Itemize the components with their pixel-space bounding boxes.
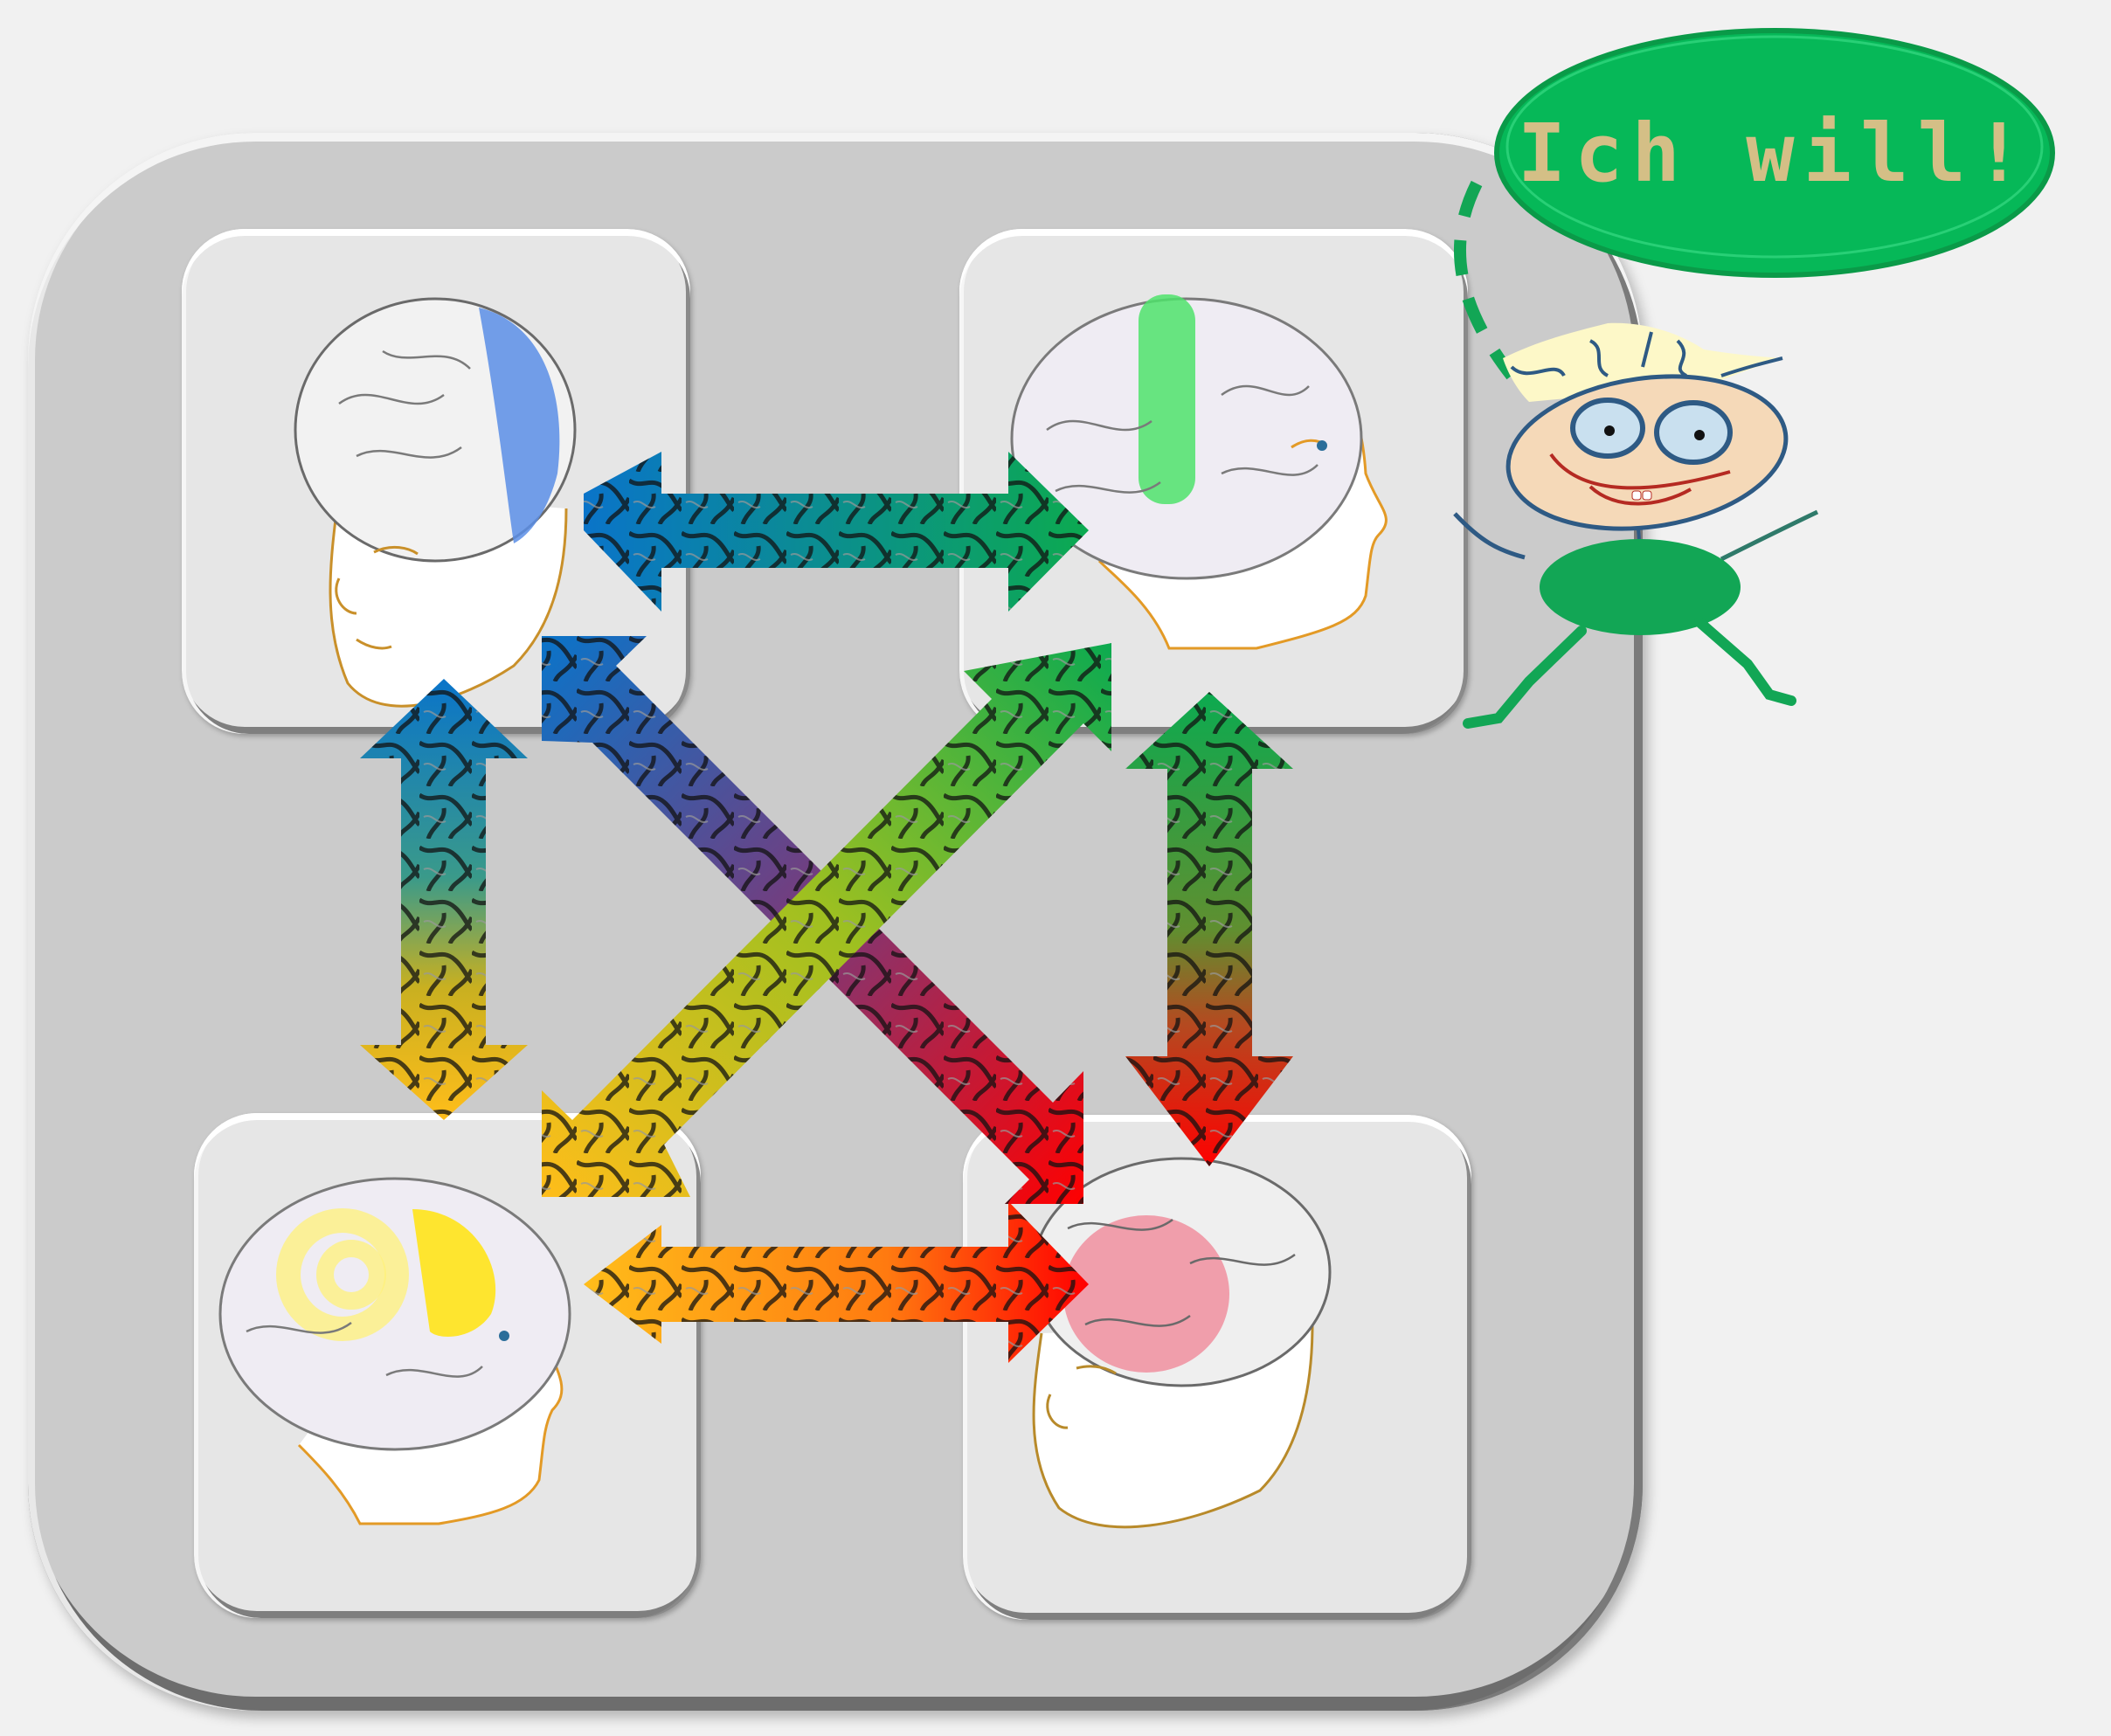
highlight-region-green: [1139, 294, 1195, 504]
character-leg-left: [1463, 626, 1587, 729]
bubble-connector-dashed: [1454, 180, 1517, 380]
cartoon-character: [1453, 322, 1819, 729]
highlight-region-yellow: [412, 1209, 496, 1337]
character-leg-right: [1694, 617, 1796, 706]
character-mouth: [1549, 453, 1731, 506]
highlight-region-blue: [479, 308, 560, 543]
tile-bottom-left: [194, 1113, 701, 1618]
head-brain-illustration-top-left: [294, 297, 577, 708]
character-arm-right: [1720, 509, 1819, 562]
head-brain-illustration-bottom-left: [218, 1177, 571, 1525]
tile-top-left: [182, 229, 690, 734]
character-eye-right: [1654, 400, 1733, 465]
speech-bubble: Ich will!: [1491, 24, 2059, 281]
highlight-region-red: [1063, 1215, 1229, 1373]
head-brain-illustration-bottom-right: [1031, 1157, 1332, 1529]
arrow-top-horizontal: [584, 452, 1089, 612]
arrow-left-vertical: [360, 679, 528, 1120]
character-body: [1540, 539, 1741, 635]
character-arm-left: [1453, 512, 1526, 560]
arrow-bottom-horizontal: [584, 1201, 1089, 1363]
tile-top-right: [959, 229, 1468, 734]
head-brain-illustration-top-right: [1010, 294, 1388, 650]
arrow-right-vertical: [1125, 692, 1293, 1166]
speech-bubble-text: Ich will!: [1517, 106, 2032, 200]
arrow-diagonal-bl-tr: [542, 643, 1111, 1197]
